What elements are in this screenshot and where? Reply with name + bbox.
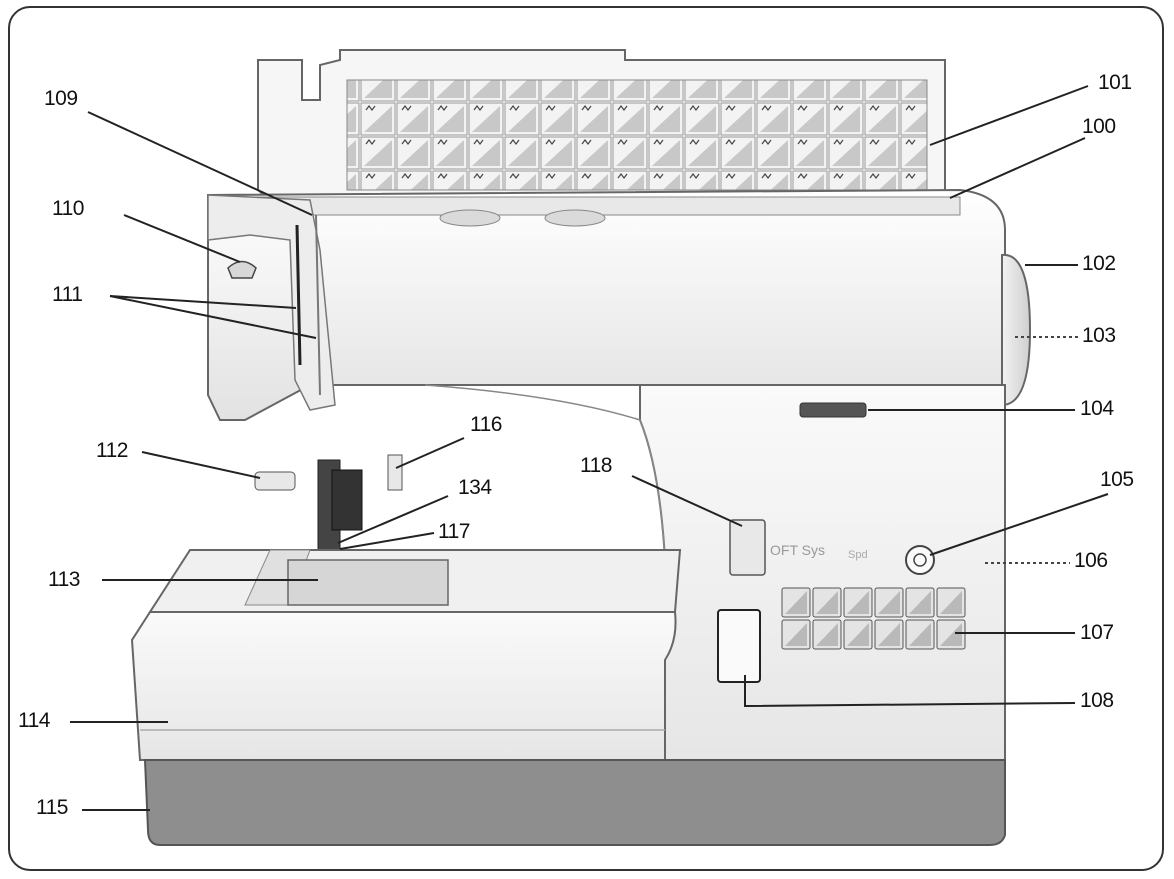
handwheel (1001, 253, 1032, 407)
callout-117: 117 (438, 520, 470, 543)
system-label: OFT Sys (770, 542, 825, 558)
stitch-button-symbol (940, 591, 962, 614)
callout-115: 115 (36, 796, 68, 819)
stitch-button-symbol (785, 623, 807, 646)
callout-134: 134 (458, 476, 492, 499)
callout-114: 114 (18, 709, 50, 732)
callout-111: 111 (52, 283, 83, 306)
upper-arm (207, 188, 1006, 421)
stitch-button-symbol (816, 591, 838, 614)
callout-103: 103 (1082, 324, 1116, 347)
stitch-chart-lid (257, 49, 946, 201)
leader-lines (70, 85, 1109, 811)
stitch-button-symbol (785, 591, 807, 614)
callout-104: 104 (1080, 397, 1114, 420)
base-plate (143, 759, 1006, 846)
stitch-button-symbol (878, 591, 900, 614)
callout-101: 101 (1098, 71, 1132, 94)
stitch-button-symbol (909, 591, 931, 614)
stitch-selection-buttons (781, 587, 966, 650)
control-panel (717, 519, 966, 683)
callout-107: 107 (1080, 621, 1114, 644)
display-window (799, 402, 867, 418)
stitch-button-symbol (847, 591, 869, 614)
callout-108: 108 (1080, 689, 1114, 712)
stitch-button-symbol (816, 623, 838, 646)
callout-100: 100 (1082, 115, 1116, 138)
stitch-button-symbol (940, 623, 962, 646)
callout-113: 113 (48, 568, 80, 591)
callout-105: 105 (1100, 468, 1134, 491)
callout-118: 118 (580, 454, 612, 477)
callout-106: 106 (1074, 549, 1108, 572)
stitch-button-symbol (847, 623, 869, 646)
callout-109: 109 (44, 87, 78, 110)
stitch-button-symbol (878, 623, 900, 646)
callout-112: 112 (96, 439, 128, 462)
stitch-button-symbol (909, 623, 931, 646)
needle-head (207, 194, 336, 411)
callout-110: 110 (52, 197, 84, 220)
callout-102: 102 (1082, 252, 1116, 275)
speed-label: Spd (848, 549, 868, 561)
free-arm-base (130, 549, 682, 761)
callout-116: 116 (470, 413, 502, 436)
